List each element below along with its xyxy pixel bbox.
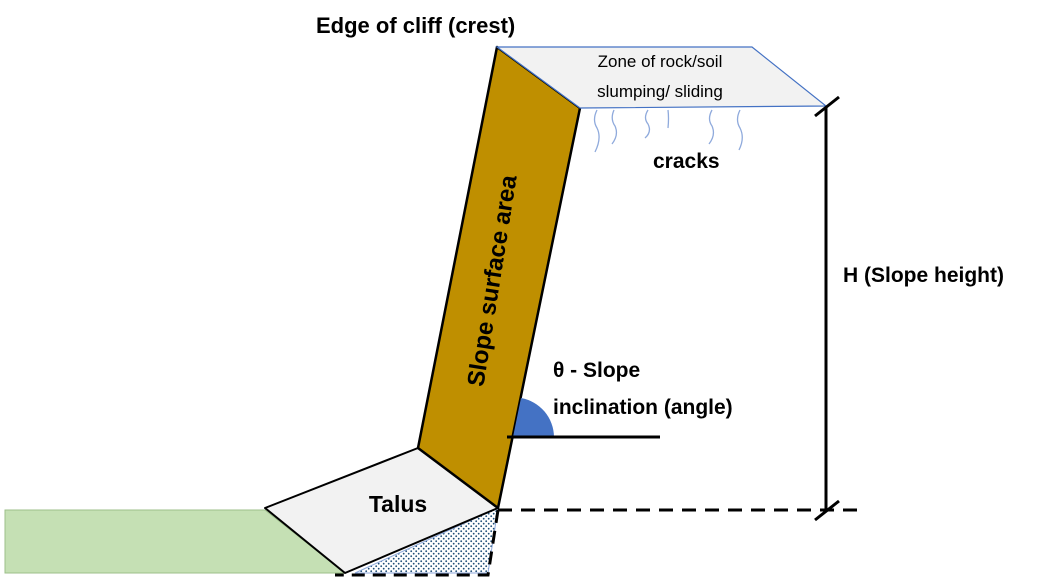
cracks-group xyxy=(593,109,743,153)
zone-label-line1: Zone of rock/soil xyxy=(598,52,723,71)
crest-label: Edge of cliff (crest) xyxy=(316,13,515,38)
crack xyxy=(667,109,670,129)
crack xyxy=(708,109,715,145)
slope-angle-label-line1: θ - Slope xyxy=(553,359,640,382)
cracks-label: cracks xyxy=(653,150,720,173)
crack xyxy=(611,109,618,145)
bedrock-dashed-outline xyxy=(335,509,500,577)
height-tick-top xyxy=(814,95,840,118)
zone-label-line2: slumping/ sliding xyxy=(597,82,723,101)
crack xyxy=(593,109,600,153)
slope-angle-label-line2: inclination (angle) xyxy=(553,396,733,419)
angle-marker xyxy=(513,398,554,437)
talus-label: Talus xyxy=(369,491,427,517)
crack xyxy=(644,109,651,139)
crack xyxy=(736,109,743,151)
slope-height-label: H (Slope height) xyxy=(843,264,1004,287)
